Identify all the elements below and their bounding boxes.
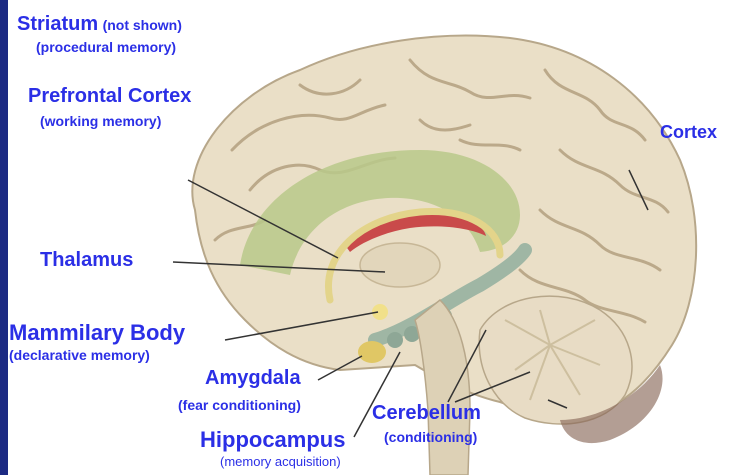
striatum-name: Striatum — [17, 13, 98, 35]
amygdala-name: Amygdala — [205, 367, 301, 389]
thalamus-shape — [360, 243, 440, 287]
mammillary-note-text: (declarative memory) — [9, 347, 150, 363]
thalamus-name: Thalamus — [40, 249, 133, 271]
cerebellum-note: (conditioning) — [384, 430, 477, 444]
thalamus-label: Thalamus — [40, 250, 133, 270]
cerebellum-label: Cerebellum — [372, 403, 481, 423]
mammillary-label: Mammilary Body — [9, 322, 185, 344]
striatum-qualifier: (not shown) — [103, 17, 182, 33]
prefrontal-name: Prefrontal Cortex — [28, 85, 191, 107]
striatum-label: Striatum (not shown) — [17, 14, 182, 34]
striatum-note-text: (procedural memory) — [36, 39, 176, 55]
hippocampus-note-text: (memory acquisition) — [220, 454, 341, 469]
striatum-note: (procedural memory) — [36, 40, 176, 54]
cerebellum-note-text: (conditioning) — [384, 429, 477, 445]
hippocampus-note: (memory acquisition) — [220, 455, 341, 468]
amygdala-note: (fear conditioning) — [178, 398, 301, 412]
cortex-name: Cortex — [660, 122, 717, 142]
prefrontal-note-text: (working memory) — [40, 113, 161, 129]
cortex-label: Cortex — [660, 123, 717, 141]
mammillary-name: Mammilary Body — [9, 320, 185, 345]
hippocampus-label: Hippocampus — [200, 429, 345, 451]
amygdala-shape — [358, 341, 386, 363]
prefrontal-note: (working memory) — [40, 114, 161, 128]
mammillary-note: (declarative memory) — [9, 348, 150, 362]
cerebellum-name: Cerebellum — [372, 402, 481, 424]
amygdala-label: Amygdala — [205, 368, 301, 388]
amygdala-note-text: (fear conditioning) — [178, 397, 301, 413]
prefrontal-label: Prefrontal Cortex — [28, 86, 191, 106]
hippocampus-name: Hippocampus — [200, 427, 345, 452]
